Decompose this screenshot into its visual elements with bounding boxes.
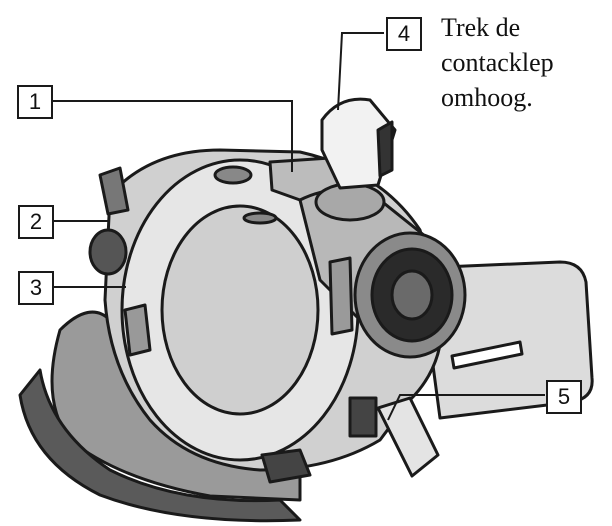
contact-flap (320, 97, 397, 190)
callout-4: 4 (386, 17, 422, 51)
lcd-slot (450, 340, 524, 370)
callout-5: 5 (546, 380, 582, 414)
instruction-note: Trek de contacklep omhoog. (441, 10, 607, 115)
lens-hood (328, 256, 354, 336)
callout-2: 2 (18, 205, 54, 239)
leader-5b (387, 394, 545, 421)
mode-dial (88, 228, 128, 276)
note-line-1: Trek de (441, 13, 521, 42)
note-line-2: contacklep (441, 48, 554, 77)
connector-flap (376, 396, 440, 478)
zoom-lever (98, 166, 130, 216)
side-switch (123, 303, 152, 357)
callout-1: 1 (17, 85, 53, 119)
note-line-3: omhoog. (441, 83, 533, 112)
leader-1 (52, 100, 293, 172)
callout-3: 3 (18, 271, 54, 305)
leader-5 (337, 32, 352, 111)
